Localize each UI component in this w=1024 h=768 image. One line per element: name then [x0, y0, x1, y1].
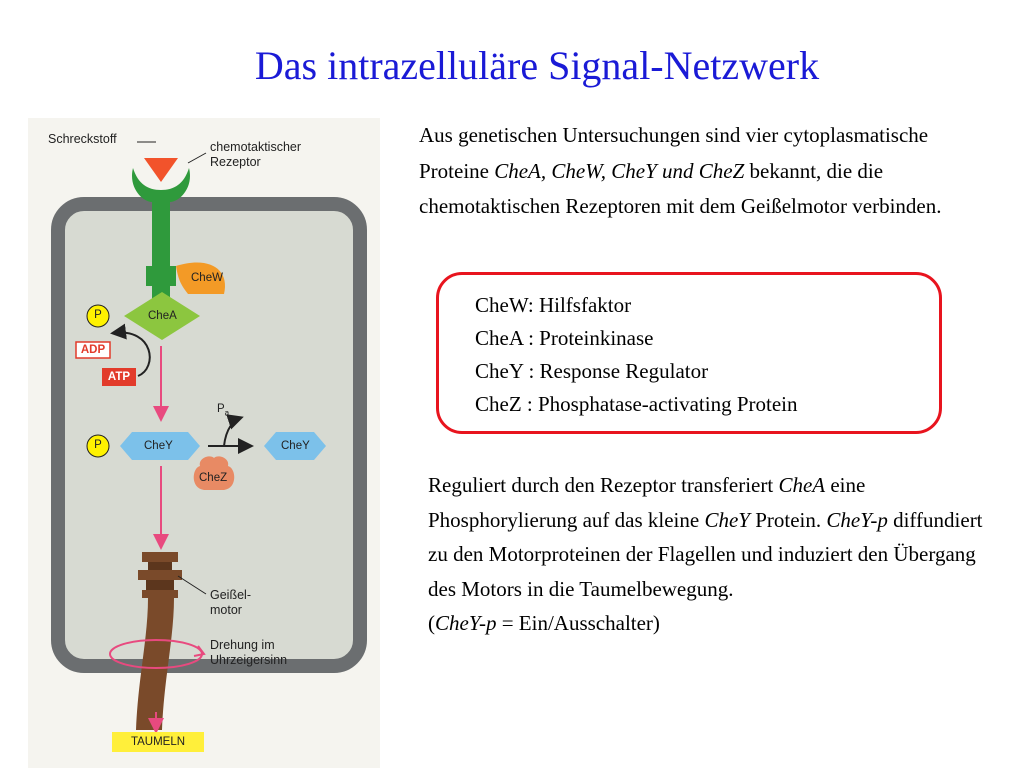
adp-label: ADP — [80, 344, 106, 356]
phosphate-2-label: P — [94, 439, 102, 451]
definition-chea: CheA : Proteinkinase — [475, 326, 654, 350]
definition-chey: CheY : Response Regulator — [475, 359, 709, 383]
intro-part2: bekannt, die die chemotaktischen Rezepto… — [419, 158, 942, 219]
description-note: (CheY-p = Ein/Ausschalter) — [428, 606, 988, 641]
phosphate-2-circle — [86, 434, 110, 458]
schreckstoff-triangle — [144, 158, 178, 182]
motor-shaft-1 — [148, 562, 172, 570]
motor-shaft-2 — [146, 580, 174, 590]
chew-shape — [176, 262, 225, 294]
protein-definitions-box: CheW: Hilfsfaktor CheA : Proteinkinase C… — [436, 272, 942, 434]
definition-chew: CheW: Hilfsfaktor — [475, 293, 632, 317]
schreckstoff-label: Schreckstoff — [48, 132, 117, 146]
pa-sub: a — [224, 408, 230, 418]
drehung-label-line2: Uhrzeigersinn — [210, 653, 288, 667]
page-title: Das intrazelluläre Signal-Netzwerk — [254, 43, 820, 88]
receptor-shape — [132, 168, 190, 330]
desc-part4: diffundiert zu den Motorproteinen der Fl… — [428, 507, 983, 601]
taumeln-box — [112, 732, 204, 752]
drehung-label-line1: Drehung im — [210, 638, 275, 652]
protein-definitions-list: CheW: Hilfsfaktor CheA : Proteinkinase C… — [475, 289, 798, 421]
rezeptor-label-line1: chemotaktischer — [210, 140, 302, 154]
desc-chea: CheA — [778, 473, 826, 497]
flagellum — [136, 598, 174, 730]
rezeptor-leader — [187, 152, 207, 164]
chey-left-shape — [120, 432, 200, 460]
chea-label: CheA — [148, 310, 177, 322]
atp-to-adp-arrow — [110, 323, 151, 377]
chez-shape — [193, 456, 235, 490]
note-open: ( — [428, 611, 435, 635]
motor-ring-1 — [142, 552, 178, 562]
motor-ring-3 — [142, 590, 178, 598]
phosphate-1-circle — [86, 304, 110, 328]
intro-proteins: CheA, CheW, CheY und CheZ — [494, 158, 745, 183]
figure-graphic — [28, 118, 380, 768]
atp-label: ATP — [107, 371, 131, 383]
desc-cheyp: CheY-p — [826, 507, 888, 532]
desc-part2: eine Phosphorylierung auf das kleine — [428, 473, 866, 532]
atp-box — [102, 368, 136, 386]
geissel-label-line2: motor — [210, 603, 242, 617]
chez-label: CheZ — [199, 472, 228, 484]
chey-left-label: CheY — [144, 440, 173, 452]
pa-label: Pa — [217, 402, 229, 420]
desc-part3: Protein. — [749, 507, 827, 532]
rotation-arrowhead — [193, 645, 206, 657]
chew-label: CheW — [191, 272, 223, 284]
chemotaxis-signal-figure: Schreckstoff chemotaktischer Rezeptor Ch… — [28, 118, 380, 768]
rezeptor-label-line2: Rezeptor — [210, 155, 261, 169]
intro-paragraph: Aus genetischen Untersuchungen sind vier… — [419, 118, 979, 225]
intro-part1: Aus genetischen Untersuchungen sind vier… — [419, 123, 929, 183]
note-cheyp: CheY-p — [435, 611, 497, 635]
description-text: Reguliert durch den Rezeptor transferier… — [428, 468, 988, 606]
intro-text: Aus genetischen Untersuchungen sind vier… — [419, 118, 979, 225]
description-paragraph: Reguliert durch den Rezeptor transferier… — [428, 468, 988, 641]
taumeln-label: TAUMELN — [130, 736, 186, 748]
motor-ring-2 — [138, 570, 182, 580]
phosphate-1-label: P — [94, 309, 102, 321]
chea-shape — [124, 292, 200, 340]
motor-leader — [177, 575, 207, 595]
desc-part1: Reguliert durch den Rezeptor transferier… — [428, 473, 779, 497]
chey-right-label: CheY — [281, 440, 310, 452]
pa-main: P — [217, 403, 225, 415]
geissel-label-line1: Geißel- — [210, 588, 251, 602]
desc-chey: CheY — [704, 507, 750, 532]
chey-right-shape — [264, 432, 326, 460]
definition-chez: CheZ : Phosphatase-activating Protein — [475, 392, 798, 416]
adp-box — [75, 341, 111, 359]
pa-release-arrow — [223, 414, 244, 447]
note-rest: = Ein/Ausschalter) — [496, 611, 660, 635]
